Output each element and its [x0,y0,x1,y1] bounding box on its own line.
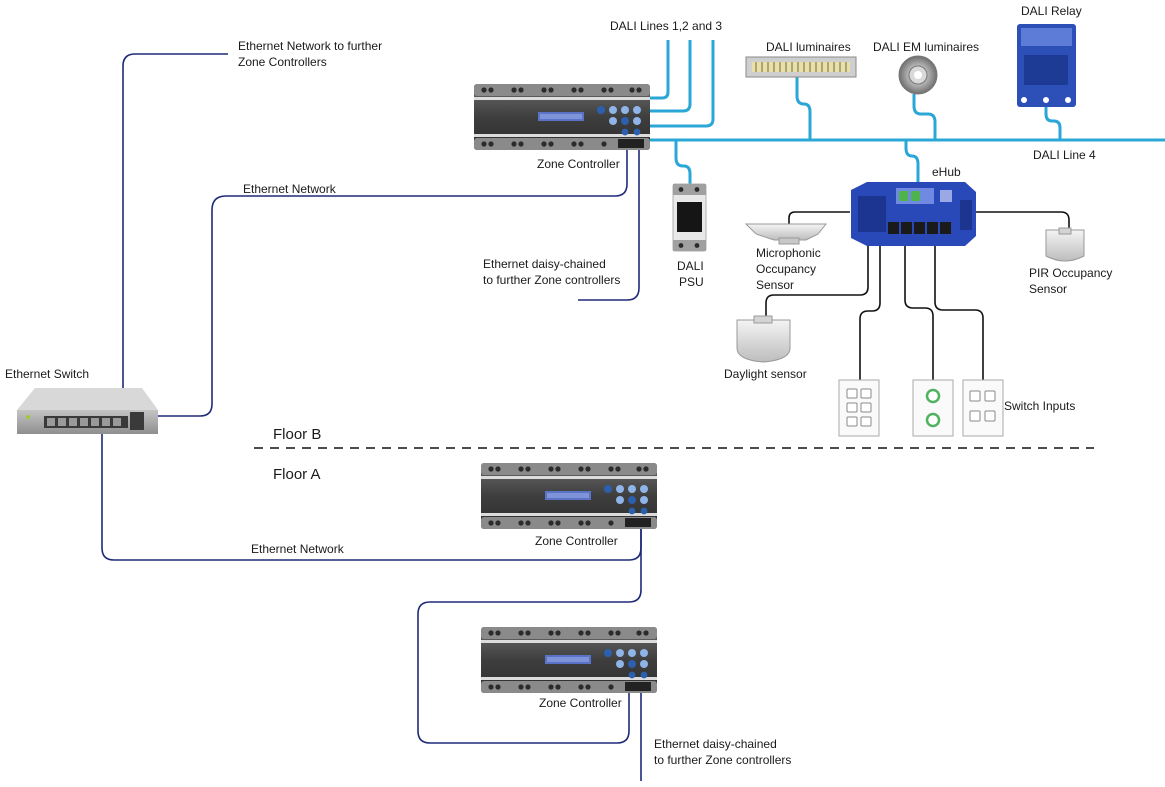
ethernet-daisy-top [578,150,640,301]
label-dali-em-luminaires: DALI EM luminaires [873,40,979,54]
switch-panel-6-button [838,379,880,437]
label-floor-b: Floor B [273,426,321,443]
dali-lines-123-cable-1 [648,40,670,100]
ethernet-daisy-floor-a [417,528,642,744]
label-zone-controller-top: Zone Controller [537,157,620,171]
pir-sensor-device [1045,227,1085,262]
dali-em-luminaires-cable [912,94,937,140]
label-dali-psu-line2: PSU [679,275,704,289]
dali-lines-123-cable-3 [648,40,715,128]
label-dali-psu-line1: DALI [677,259,704,273]
label-daylight-sensor: Daylight sensor [724,367,807,381]
label-mic-sensor-line1: Microphonic [756,246,821,260]
label-switch-inputs: Switch Inputs [1004,399,1075,413]
wire-daylight-sensor [765,245,869,322]
label-zone-controller-mid: Zone Controller [535,534,618,548]
wire-pir-sensor [976,211,1070,232]
label-dali-luminaires: DALI luminaires [766,40,851,54]
label-eth-further-line1: Ethernet Network to further [238,39,382,53]
ehub-device [851,182,976,246]
label-dali-line-4: DALI Line 4 [1033,148,1096,162]
switch-panel-2-button [912,379,954,437]
switch-panel-4-button [962,379,1004,437]
wire-switch-1 [859,245,881,380]
label-daisy-bottom-line1: Ethernet daisy-chained [654,737,777,751]
label-mic-sensor-line3: Sensor [756,278,794,292]
label-daisy-top-line1: Ethernet daisy-chained [483,257,606,271]
label-zone-controller-bottom: Zone Controller [539,696,622,710]
dali-relay-cable [1044,106,1062,140]
label-floor-a: Floor A [273,466,321,483]
dali-lines-123-cable-2 [648,40,692,113]
label-ehub: eHub [932,165,961,179]
label-pir-sensor-line1: PIR Occupancy [1029,266,1112,280]
microphonic-sensor-device [744,223,828,245]
dali-luminaires-cable [795,76,812,140]
label-pir-sensor-line2: Sensor [1029,282,1067,296]
label-daisy-bottom-line2: to further Zone controllers [654,753,791,767]
zone-controller-floor-a [481,463,657,529]
zone-controller-top [474,84,650,150]
daylight-sensor-device [736,315,791,363]
ethernet-link-switch-to-zc-top [158,150,628,417]
dali-em-luminaire-device [898,55,938,95]
dali-relay-device [1017,24,1076,107]
label-ethernet-network-top: Ethernet Network [243,182,337,196]
dali-luminaire-device [745,56,857,78]
label-eth-further-line2: Zone Controllers [238,55,327,69]
label-mic-sensor-line2: Occupancy [756,262,816,276]
label-dali-lines-123: DALI Lines 1,2 and 3 [610,19,722,33]
dali-psu-device [672,183,707,252]
label-ethernet-switch: Ethernet Switch [5,367,89,381]
label-ethernet-network-bottom: Ethernet Network [251,542,345,556]
ethernet-link-further-controllers [122,53,228,388]
zone-controller-floor-a-bottom [481,627,657,693]
wire-switch-2 [904,245,934,380]
ehub-dali-cable [904,140,920,182]
label-dali-relay: DALI Relay [1021,4,1082,18]
ethernet-switch-device [17,388,158,434]
wire-switch-3 [934,245,984,380]
dali-psu-cable [674,140,692,184]
wire-microphonic-sensor [788,211,850,224]
label-daisy-top-line2: to further Zone controllers [483,273,620,287]
